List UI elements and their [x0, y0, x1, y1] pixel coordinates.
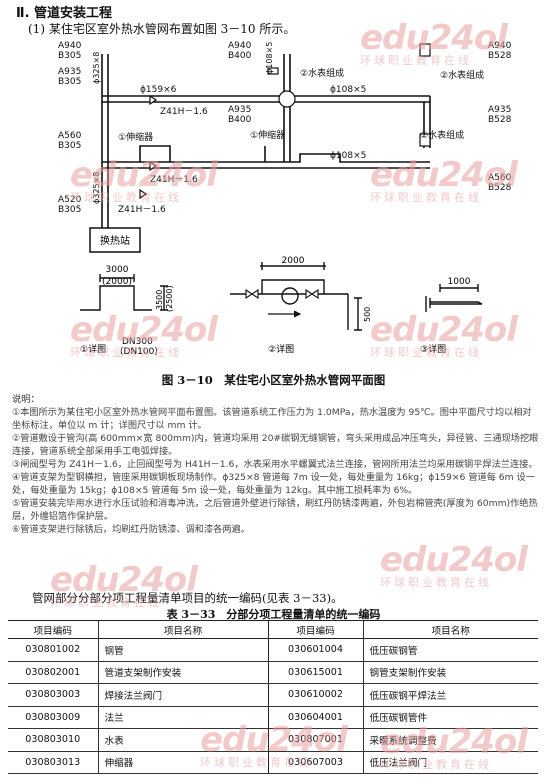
detail2-dim-2000: 2000 — [282, 256, 305, 266]
lead-text: 管网部分分部分项工程量清单项目的统一编码(见表 3－33)。 — [32, 591, 343, 605]
cell-name: 低压碳钢平焊法兰 — [362, 683, 538, 707]
cell-name: 伸缩器 — [97, 751, 268, 774]
cell-code: 030601004 — [267, 638, 363, 662]
coord-b400-2: B400 — [228, 115, 252, 125]
table-row: 030803013 伸缩器 030607003 低压法兰阀门 — [8, 751, 538, 774]
cell-name: 低压碳钢管 — [362, 638, 538, 662]
cell-name: 法兰 — [97, 706, 268, 729]
pipe-label-108-b: ϕ108×5 — [330, 151, 366, 161]
table-row: 030801002 钢管 030601004 低压碳钢管 — [8, 638, 538, 662]
detail1-dn300: DN300 — [122, 337, 153, 347]
cell-code: 030803003 — [8, 683, 98, 707]
cell-code: 030615001 — [267, 661, 363, 684]
cell-code: 030801002 — [8, 638, 98, 662]
cell-name: 采暖系统调整费 — [362, 728, 538, 752]
cell-code: 030802001 — [8, 661, 98, 684]
cell-code: 030807001 — [267, 728, 363, 752]
note-item: ①本图所示为某住宅小区室外热水管网平面布置图。该管道系统工作压力为 1.0MPa… — [12, 407, 532, 431]
coord-b528-3: B528 — [488, 183, 512, 193]
header-name-2: 项目名称 — [362, 620, 538, 639]
note-item: ③闸阀型号为 Z41H－1.6，止回阀型号为 H41H－1.6，水表采用水平螺翼… — [12, 459, 538, 470]
cell-code: 030610002 — [267, 683, 363, 707]
expansion-label-2: ①伸缩器 — [250, 129, 285, 141]
table-header-row: 项目编码 项目名称 项目编码 项目名称 — [8, 620, 538, 639]
coord-b528-1: B528 — [488, 51, 512, 61]
cell-name: 低压碳钢管件 — [362, 706, 538, 729]
figure-caption: 图 3－10 某住宅小区室外热水管网平面图 — [161, 373, 386, 387]
cell-code: 030607003 — [267, 751, 363, 774]
detail2-title: ②详图 — [268, 343, 294, 355]
coord-a935-b528: A935 — [488, 105, 511, 115]
header-name-1: 项目名称 — [97, 620, 268, 639]
coord-b400-1: B400 — [228, 51, 252, 61]
pipe-network-figure: 换热站 A940 B305 A940 B400 A940 B528 A935 B… — [58, 41, 512, 357]
code-table: 项目编码 项目名称 项目编码 项目名称 030801002 钢管 0306010… — [8, 620, 538, 774]
cell-code: 030803009 — [8, 706, 98, 729]
coord-b305-2: B305 — [58, 77, 81, 87]
table-row: 030803009 法兰 030604001 低压碳钢管件 — [8, 706, 538, 729]
valve-label-3: Z41H－1.6 — [118, 205, 166, 215]
notes-title: 说明： — [12, 394, 40, 405]
coord-b305-4: B305 — [58, 205, 81, 215]
detail3-title: ③详图 — [420, 343, 446, 355]
cell-name: 水表 — [97, 728, 268, 752]
meter-label-2: ②水表组成 — [440, 69, 484, 81]
note-item: ⑥管道支架进行除锈后，均刷红丹防锈漆、调和漆各两遍。 — [12, 524, 250, 535]
detail1-dim-2500: (2500) — [165, 285, 174, 312]
coord-a935-b305: A935 — [58, 67, 81, 77]
detail3-dim-1000: 1000 — [448, 277, 471, 287]
coord-b528-2: B528 — [488, 115, 512, 125]
cell-name: 低压法兰阀门 — [362, 751, 538, 774]
coord-a520-b305: A520 — [58, 195, 82, 205]
coord-b305-1: B305 — [58, 51, 81, 61]
detail1-dn100: (DN100) — [120, 347, 158, 357]
coord-a940-b305: A940 — [58, 41, 82, 51]
coord-b305-3: B305 — [58, 141, 81, 151]
table-caption: 表 3－33 分部分项工程量清单的统一编码 — [166, 608, 381, 621]
cell-code: 030604001 — [267, 706, 363, 729]
pipe-label-325-b: ϕ325×8 — [92, 172, 101, 204]
station-label: 换热站 — [100, 234, 130, 247]
valve-label-2: Z41H－1.6 — [150, 175, 198, 185]
cell-code: 030803010 — [8, 728, 98, 752]
note-item: ②管道敷设于管沟(高 600mm×宽 800mm)内，管道均采用 20#碳钢无缝… — [12, 433, 539, 457]
pipe-label-159: ϕ159×6 — [140, 85, 177, 95]
subsection-title: (1) 某住宅区室外热水管网布置如图 3－10 所示。 — [28, 22, 296, 36]
coord-a940-b400: A940 — [228, 41, 252, 51]
detail1-dim-3000: 3000 — [106, 265, 129, 275]
note-item: ⑤管道安装完毕用水进行水压试验和消毒冲洗，之后管道外壁进行除锈，刷红丹防锈漆两遍… — [12, 498, 538, 522]
coord-a940-b528: A940 — [488, 41, 512, 51]
pipe-label-325-a: ϕ325×8 — [92, 52, 101, 84]
meter-label-1: ②水表组成 — [300, 67, 344, 79]
coord-a560-b305: A560 — [58, 131, 82, 141]
detail2-dim-500: 500 — [363, 307, 372, 322]
detail1-dim-3500: 3500 — [155, 290, 164, 310]
cell-code: 030803013 — [8, 751, 98, 774]
detail1-dim-2000: (2000) — [102, 277, 132, 287]
notes-block: 说明： ①本图所示为某住宅小区室外热水管网平面布置图。该管道系统工作压力为 1.… — [12, 393, 540, 536]
cell-name: 钢管支架制作安装 — [362, 661, 538, 684]
pipe-label-108-a: ϕ108×5 — [330, 85, 366, 95]
expansion-label-1: ①伸缩器 — [118, 131, 153, 143]
header-code-1: 项目编码 — [8, 620, 98, 639]
cell-name: 管道支架制作安装 — [97, 661, 268, 684]
cell-name: 钢管 — [97, 638, 268, 662]
header-code-2: 项目编码 — [267, 620, 363, 639]
note-item: ④管道支架为型钢横担，管座采用碳钢板现场制作。ϕ325×8 管道每 7m 设一处… — [12, 472, 535, 496]
cell-name: 焊接法兰阀门 — [97, 683, 268, 707]
coord-a560-b528: A560 — [488, 173, 512, 183]
table-row: 030803003 焊接法兰阀门 030610002 低压碳钢平焊法兰 — [8, 683, 538, 707]
detail1-title: ①详图 — [80, 343, 106, 355]
table-row: 030803010 水表 030807001 采暖系统调整费 — [8, 728, 538, 752]
valve-label-1: Z41H－1.6 — [160, 107, 208, 117]
coord-a935-b400: A935 — [228, 105, 251, 115]
pipe-label-108-v: ϕ108×5 — [265, 42, 274, 74]
section-title: Ⅱ. 管道安装工程 — [16, 6, 113, 21]
meter-label-3: ②水表组成 — [420, 129, 464, 141]
table-row: 030802001 管道支架制作安装 030615001 钢管支架制作安装 — [8, 661, 538, 684]
